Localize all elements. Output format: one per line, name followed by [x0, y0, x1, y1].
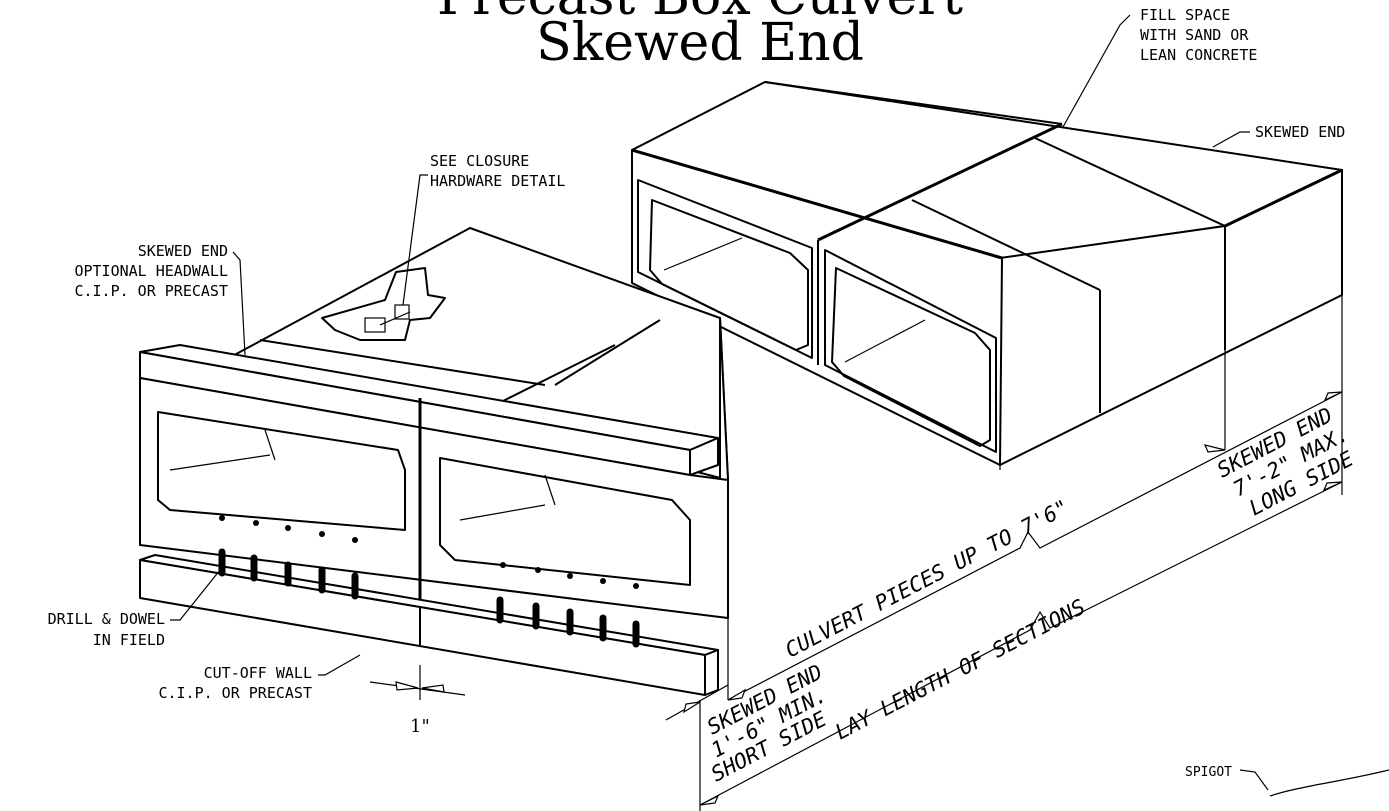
- dim-culvert-pieces: [727, 391, 1343, 701]
- leader-lines: [170, 14, 1389, 797]
- label-cutoff-2: C.I.P. OR PRECAST: [158, 684, 312, 702]
- label-headwall-3: C.I.P. OR PRECAST: [74, 282, 228, 300]
- upper-culvert-assembly: [631, 81, 1343, 466]
- right-opening: [439, 457, 691, 586]
- lower-culvert-assembly: [139, 227, 729, 696]
- cutoff-wall-end: [704, 649, 719, 696]
- label-fill-space-3: LEAN CONCRETE: [1140, 46, 1257, 64]
- dimension-text: CULVERT PIECES UP TO 7'6" LAY LENGTH OF …: [703, 403, 1357, 787]
- label-skewed-end-top: SKEWED END: [1255, 123, 1345, 141]
- label-gap: 1": [410, 716, 430, 737]
- left-opening: [157, 411, 406, 531]
- title-line1: Precast Box Culvert: [437, 0, 963, 27]
- label-fill-space-2: WITH SAND OR: [1140, 26, 1249, 44]
- label-fill-space-1: FILL SPACE: [1140, 6, 1230, 24]
- dimension-lines: [369, 295, 1343, 811]
- label-drill-2: IN FIELD: [93, 631, 165, 649]
- label-drill-1: DRILL & DOWEL: [48, 610, 165, 628]
- title-line2: Skewed End: [536, 13, 864, 73]
- label-headwall-1: SKEWED END: [138, 242, 228, 260]
- closure-hardware-cutout: [321, 267, 446, 341]
- label-headwall-2: OPTIONAL HEADWALL: [74, 262, 228, 280]
- headwall-end: [689, 437, 719, 476]
- label-spigot: SPIGOT: [1185, 765, 1232, 780]
- dim-lay-length: [699, 481, 1343, 806]
- label-cutoff-1: CUT-OFF WALL: [204, 664, 312, 682]
- labels: FILL SPACE WITH SAND OR LEAN CONCRETE SK…: [48, 6, 1346, 780]
- upper-joint-1: [817, 122, 1063, 242]
- label-closure-2: HARDWARE DETAIL: [430, 172, 565, 190]
- label-closure-1: SEE CLOSURE: [430, 152, 529, 170]
